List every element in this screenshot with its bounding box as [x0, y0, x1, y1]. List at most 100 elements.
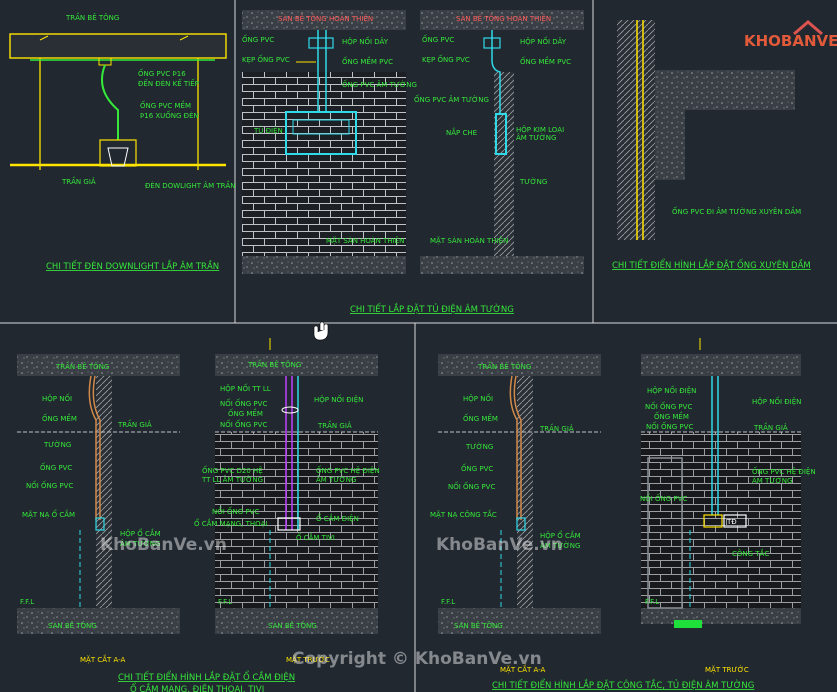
watermark-copyright: Copyright © KhoBanVe.vn — [292, 649, 542, 669]
label-d4b-o-cam-dien: Ổ CẮM ĐIỆN — [316, 513, 359, 523]
watermark-left: KhoBanVe.vn — [100, 535, 227, 555]
detail-pipe-through-beam: ỐNG PVC ĐI ÂM TƯỜNG XUYÊN DẦM CHI TIẾT Đ… — [612, 20, 811, 271]
brick-wall-left — [242, 72, 406, 256]
brick-wall-front-5b — [641, 432, 801, 608]
label-d4b-o-cam-mang: Ổ CẮM MẠNG, THOẠI — [194, 518, 268, 528]
label-d5a-am-tuong: ÂM TƯỜNG — [540, 541, 580, 550]
beam-section — [655, 70, 795, 110]
label-d2-ong-mem-pvc: ỐNG MỀM PVC — [342, 56, 393, 66]
title-socket-line1: CHI TIẾT ĐIỂN HÌNH LẮP ĐẶT Ổ CẮM ĐIỆN — [118, 670, 295, 683]
label-d4a-ong-pvc: ỐNG PVC — [40, 462, 72, 472]
caption-d5a: MẶT CẮT A-A — [500, 664, 546, 674]
label-d2r-ong-pvc: ỐNG PVC — [422, 34, 454, 44]
label-d4b-am-tuong: ÂM TƯỜNG — [316, 475, 356, 484]
label-d4b-hop-noi-tt-ll: HỘP NỐI TT LL — [220, 383, 271, 393]
label-d2-kep-ong-pvc: KẸP ỐNG PVC — [242, 54, 290, 64]
label-d5b-am-tuong: ÂM TƯỜNG — [752, 476, 792, 485]
label-d4b-noi-ong-pvc: NỐI ỐNG PVC — [220, 398, 267, 408]
label-d5b-td: TĐ — [726, 518, 737, 526]
label-ong-pvc-mem: ỐNG PVC MỀM — [140, 100, 191, 110]
label-d4b-tt-ll-am-tuong: TT LL ÂM TƯỜNG — [201, 475, 263, 484]
slab-right — [420, 10, 584, 30]
label-d2r-nap-che: NẮP CHE — [446, 127, 477, 137]
title-socket-line2: Ổ CẮM MẠNG, ĐIỆN THOẠI, TIVI — [130, 682, 264, 692]
label-d5b-noi-ong-pvc-2: NỐI ỐNG PVC — [646, 421, 693, 431]
slab-left — [242, 10, 406, 30]
label-d5a-hop-noi: HỘP NỐI — [463, 393, 493, 403]
label-d3-ong-pvc: ỐNG PVC ĐI ÂM TƯỜNG XUYÊN DẦM — [672, 206, 801, 216]
label-d2-top: SÀN BÊ TÔNG HOÀN THIỆN — [278, 14, 373, 23]
label-d5b-tran-gia: TRẦN GIẢ — [753, 422, 788, 432]
label-d5a-tuong: TƯỜNG — [465, 442, 493, 451]
label-d4b-ong-pvc-he-dien: ỐNG PVC HỆ ĐIỆN — [316, 465, 380, 475]
label-d5b-noi-ong-pvc: NỐI ỐNG PVC — [645, 401, 692, 411]
title-downlight: CHI TIẾT ĐÈN DOWNLIGHT LẮP ÂM TRẦN — [46, 259, 219, 272]
label-d5a-tran-be-tong: TRẦN BÊ TÔNG — [477, 361, 531, 371]
label-d4a-tran-be-tong: TRẦN BÊ TÔNG — [55, 361, 109, 371]
metal-box — [495, 113, 507, 155]
flexible-pvc-pipe — [101, 64, 119, 140]
label-d5a-tran-gia: TRẦN GIẢ — [539, 423, 574, 433]
label-d4b-tran-be-tong: TRẦN BÊ TÔNG — [247, 359, 301, 369]
door-frame — [647, 457, 683, 609]
label-d4a-san-be-tong: SÀN BÊ TÔNG — [48, 621, 97, 630]
label-d2r-hop-kim-loai: HỘP KIM LOẠI — [516, 125, 564, 134]
label-d5a-hop-o-cam: HỘP Ổ CẮM — [540, 530, 581, 540]
label-d2-mat-san: MẶT SÀN HOÀN THIỆN — [326, 236, 404, 245]
caption-d4b: MẶT TRƯỚC — [286, 655, 330, 664]
label-d5b-ong-mem: ỐNG MỀM — [654, 411, 689, 421]
label-den-downlight: ĐÈN DOWLIGHT ÂM TRẦN — [145, 180, 236, 190]
label-d4a-mat-na-o-cam: MẶT NẠ Ổ CẮM — [22, 509, 75, 519]
label-d5a-noi-ong-pvc: NỐI ỐNG PVC — [448, 481, 495, 491]
label-d4a-ffl: F.F.L — [20, 598, 34, 606]
switch-box — [703, 514, 723, 528]
detail-switch-section: TRẦN BÊ TÔNG HỘP NỐI ỐNG MỀM TRẦN GIẢ TƯ… — [430, 354, 601, 674]
title-switch: CHI TIẾT ĐIỂN HÌNH LẮP ĐẶT CÔNG TẮC, TỦ … — [492, 678, 754, 691]
label-d4a-hop-o-cam: HỘP Ổ CẮM — [120, 528, 161, 538]
label-d4a-am-tuong: ÂM TƯỜNG — [120, 539, 160, 548]
label-d2-ong-pvc-am-tuong: ỐNG PVC ÂM TƯỜNG — [342, 79, 417, 89]
brick-wall-front-4b — [215, 432, 378, 608]
label-d2-ong-pvc: ỐNG PVC — [242, 34, 274, 44]
column-section — [617, 20, 655, 240]
label-d2r-ong-pvc-am-tuong: ỐNG PVC ÂM TƯỜNG — [414, 94, 489, 104]
label-d4b-tran-gia: TRẦN GIẢ — [317, 420, 352, 430]
label-d5b-hop-noi-dien-2: HỘP NỐI ĐIỆN — [752, 396, 801, 406]
label-d2r-kep-ong-pvc: KẸP ỐNG PVC — [422, 54, 470, 64]
label-ong-pvc-16: ỐNG PVC Þ16 — [138, 68, 186, 78]
concrete-ceiling-slab — [9, 33, 227, 59]
label-d2r-mat-san: MẶT SÀN HOÀN THIỆN — [430, 236, 508, 245]
hand-cursor-icon — [313, 321, 329, 341]
label-d5b-hop-noi-dien: HỘP NỐI ĐIỆN — [647, 385, 696, 395]
label-d4a-hop-noi: HỘP NỐI — [42, 393, 72, 403]
caption-d4a: MẶT CẮT A-A — [80, 654, 126, 664]
label-d4a-tuong: TƯỜNG — [43, 440, 71, 449]
watermark-right: KhoBanVe.vn — [436, 535, 563, 555]
label-d4a-tran-gia: TRẦN GIẢ — [117, 419, 152, 429]
detail-socket-front: TRẦN BÊ TÔNG HỘP NỐI TT LL HỘP NỐI ĐIỆN … — [118, 338, 380, 692]
label-d2-tu-dien: TỦ ĐIỆN — [253, 125, 283, 135]
label-d2r-ong-mem-pvc: ỐNG MỀM PVC — [520, 56, 571, 66]
detail-socket-section: TRẦN BÊ TÔNG HỘP NỐI ỐNG MỀM TRẦN GIẢ TƯ… — [17, 354, 180, 664]
label-tran-gia: TRẦN GIẢ — [61, 176, 96, 186]
title-panel-board: CHI TIẾT LẮP ĐẶT TỦ ĐIỆN ÂM TƯỜNG — [350, 302, 514, 315]
label-d2r-tuong: TƯỜNG — [519, 177, 547, 186]
label-d4b-noi-ong-pvc-3: NỐI ỐNG PVC — [212, 506, 259, 516]
label-d4b-ong-mem: ỐNG MỀM — [228, 408, 263, 418]
green-marker — [674, 620, 702, 628]
label-d4b-san-be-tong: SÀN BÊ TÔNG — [268, 621, 317, 630]
wall-section-right — [494, 72, 514, 256]
downlight-fixture — [99, 139, 137, 167]
label-d2r-top: SÀN BÊ TÔNG HOÀN THIỆN — [456, 14, 551, 23]
label-d4a-ong-mem: ỐNG MỀM — [42, 413, 77, 423]
label-den-den-ke-tiep: ĐẾN ĐÈN KẾ TIẾP — [138, 78, 199, 88]
label-d2r-hop-noi-day: HỘP NỐI DÂY — [520, 36, 567, 46]
socket-box-front — [277, 517, 301, 531]
label-d2-hop-noi-day: HỘP NỐI DÂY — [342, 36, 389, 46]
label-xuong-den: Þ16 XUỐNG ĐÈN — [140, 110, 199, 120]
label-d5a-ong-pvc: ỐNG PVC — [461, 463, 493, 473]
label-d5a-mat-na-cong-tac: MẶT NẠ CÔNG TẮC — [430, 509, 497, 519]
label-d4b-o-cam-tivi: Ổ CẮM TIVI — [296, 532, 335, 542]
